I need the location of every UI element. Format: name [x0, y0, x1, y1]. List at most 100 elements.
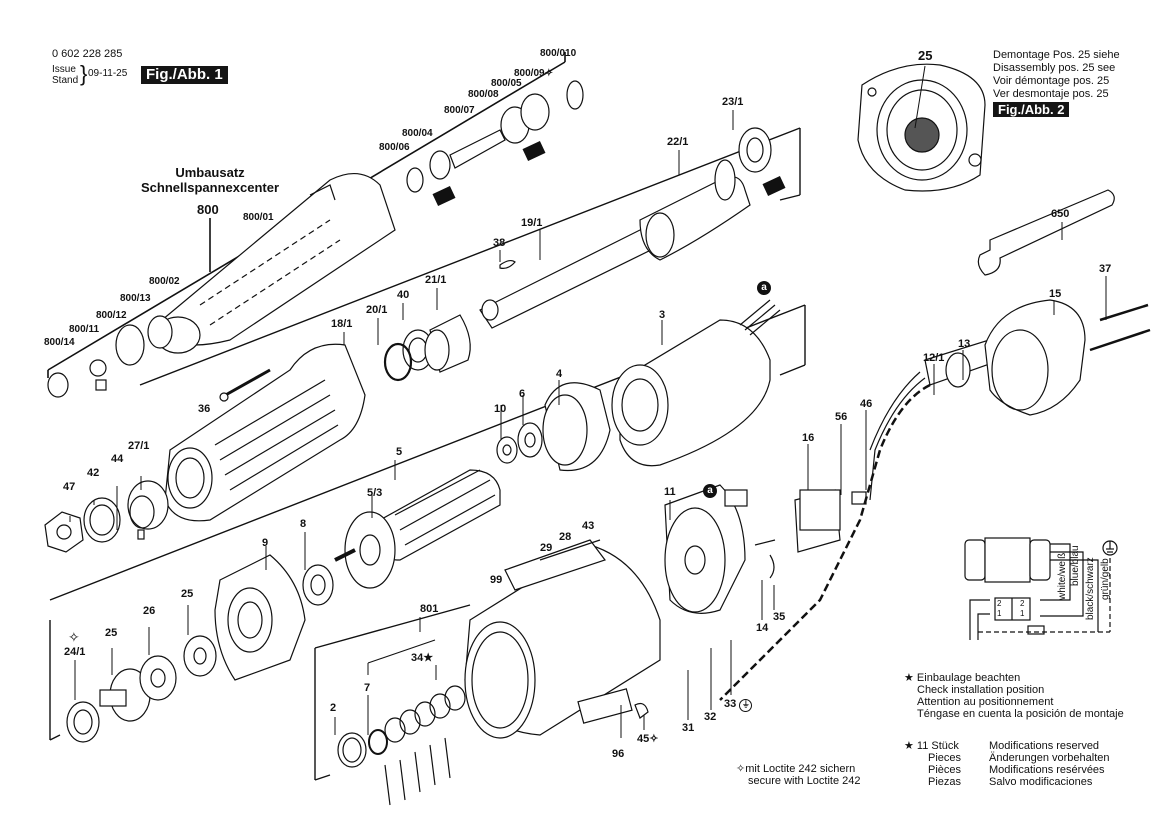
callout-34: 34★ — [411, 651, 433, 664]
callout-2: 2 — [330, 702, 337, 714]
install-note-de: ★ Einbaulage beachten — [904, 672, 1124, 684]
loctite-note-de: ✧mit Loctite 242 sichern — [736, 763, 861, 775]
count-note-fr: Pièces — [928, 764, 962, 776]
count-note-es: Piezas — [928, 776, 962, 788]
modifications-es: Salvo modificaciones — [989, 776, 1093, 788]
wire-label-blue: blue/blau — [1070, 545, 1081, 586]
issue-label: Issue — [52, 64, 76, 75]
callout-5: 5 — [396, 446, 403, 458]
callout-28: 28 — [559, 531, 572, 543]
loctite-marker-icon: ✧ — [68, 629, 80, 645]
callout-33: 33 ⏚ — [724, 698, 753, 712]
callout-26: 26 — [143, 605, 156, 617]
callout-45-text: 45 — [637, 733, 650, 745]
callout-800-09-text: 800/09 — [514, 68, 545, 79]
callout-650: 650 — [1051, 208, 1070, 220]
wire-label-green-yellow: grün/gelb — [1100, 558, 1111, 600]
callout-36: 36 — [198, 403, 211, 415]
count-note: ★ 11 Stück Pieces Pièces Piezas — [904, 740, 989, 788]
callout-8: 8 — [300, 518, 307, 530]
install-position-note: ★ Einbaulage beachten Check installation… — [904, 672, 1124, 720]
callout-42: 42 — [87, 467, 100, 479]
callout-99: 99 — [490, 574, 503, 586]
callout-800-06: 800/06 — [379, 142, 410, 153]
callout-32: 32 — [704, 711, 717, 723]
callout-800-14: 800/14 — [44, 337, 75, 348]
callout-800-07: 800/07 — [444, 105, 475, 116]
callout-9: 9 — [262, 537, 269, 549]
brush-springs-drawing — [337, 685, 466, 806]
callout-29: 29 — [540, 542, 553, 554]
end-shield-drawing — [214, 554, 334, 681]
count-note-qty-text: 11 Stück — [916, 740, 959, 752]
loctite-note: ✧mit Loctite 242 sichern secure with Loc… — [736, 763, 861, 787]
callout-27-1: 27/1 — [128, 440, 150, 452]
disassembly-note: Demontage Pos. 25 siehe Disassembly pos.… — [993, 49, 1120, 101]
count-and-modifications-note: ★ 11 Stück Pieces Pièces Piezas Modifica… — [904, 740, 1109, 788]
callout-800-01: 800/01 — [243, 212, 274, 223]
terminal-1-right: 1 — [1020, 609, 1025, 618]
marker-a-switch: a — [703, 484, 717, 498]
callout-fig2-25: 25 — [918, 48, 933, 63]
loctite-marker-icon: ✧ — [649, 733, 659, 745]
callout-23-1: 23/1 — [722, 96, 744, 108]
loctite-marker-icon: ✧ — [544, 68, 553, 79]
callout-800-12: 800/12 — [96, 310, 127, 321]
callout-11: 11 — [664, 486, 676, 498]
callout-37: 37 — [1099, 263, 1112, 275]
callout-13: 13 — [958, 338, 971, 350]
callout-18-1: 18/1 — [331, 318, 353, 330]
modifications-de: Änderungen vorbehalten — [989, 752, 1110, 764]
terminal-1-left: 1 — [997, 609, 1002, 618]
callout-24-1: 24/1 — [64, 646, 86, 658]
callout-5-3: 5/3 — [367, 487, 383, 499]
modifications-note: Modifications reserved Änderungen vorbeh… — [989, 740, 1109, 788]
callout-20-1: 20/1 — [366, 304, 388, 316]
callout-4: 4 — [556, 368, 563, 380]
kit-title: Umbausatz Schnellspannexcenter — [135, 165, 285, 195]
callout-38: 38 — [493, 237, 506, 249]
callout-800-13: 800/13 — [120, 293, 151, 304]
modifications-fr: Modifications resérvées — [989, 764, 1105, 776]
callout-800-11: 800/11 — [69, 324, 100, 335]
issue-date: 09-11-25 — [88, 68, 128, 79]
callout-7: 7 — [364, 682, 371, 694]
callout-56: 56 — [835, 411, 848, 423]
callout-800-08: 800/08 — [468, 89, 499, 100]
callout-10: 10 — [494, 403, 507, 415]
wire-label-black: black/schwarz — [1085, 557, 1096, 620]
star-icon: ★ — [904, 740, 917, 752]
terminal-2-left: 2 — [997, 599, 1002, 608]
count-note-qty: ★ 11 Stück — [904, 740, 989, 752]
stand-label: Stand — [52, 75, 79, 86]
chuck-housing-drawing — [47, 173, 396, 398]
brace-glyph: } — [80, 61, 88, 86]
callout-21-1: 21/1 — [425, 274, 447, 286]
kit-title-line1: Umbausatz — [175, 165, 245, 180]
callout-96: 96 — [612, 748, 625, 760]
kit-title-line2: Schnellspannexcenter — [141, 180, 279, 195]
callout-15: 15 — [1049, 288, 1062, 300]
install-note-fr: Attention au positionnement — [917, 696, 1054, 708]
callout-800: 800 — [197, 202, 219, 217]
callout-25b: 25 — [105, 627, 118, 639]
callout-44: 44 — [111, 453, 124, 465]
cable-plug-drawing — [719, 299, 1151, 701]
issue-stand-labels: Issue Stand — [52, 64, 78, 86]
disassembly-note-en: Disassembly pos. 25 see — [993, 62, 1116, 74]
star-icon: ★ — [904, 672, 917, 684]
fig1-label: Fig./Abb. 1 — [141, 66, 228, 84]
callout-34-text: 34 — [411, 652, 424, 664]
callout-25a: 25 — [181, 588, 194, 600]
ground-icon: ⏚ — [739, 699, 753, 712]
wrench-drawing — [977, 189, 1115, 276]
count-note-en: Pieces — [928, 752, 962, 764]
star-icon: ★ — [423, 652, 434, 664]
nose-parts-drawing — [44, 480, 169, 553]
install-note-es: Téngase en cuenta la posición de montaje — [917, 708, 1124, 720]
callout-12-1: 12/1 — [923, 352, 945, 364]
callout-801: 801 — [420, 603, 439, 615]
clutch-parts-drawing — [66, 635, 217, 743]
callout-800-05: 800/05 — [491, 78, 522, 89]
leader-lines — [69, 65, 1107, 738]
